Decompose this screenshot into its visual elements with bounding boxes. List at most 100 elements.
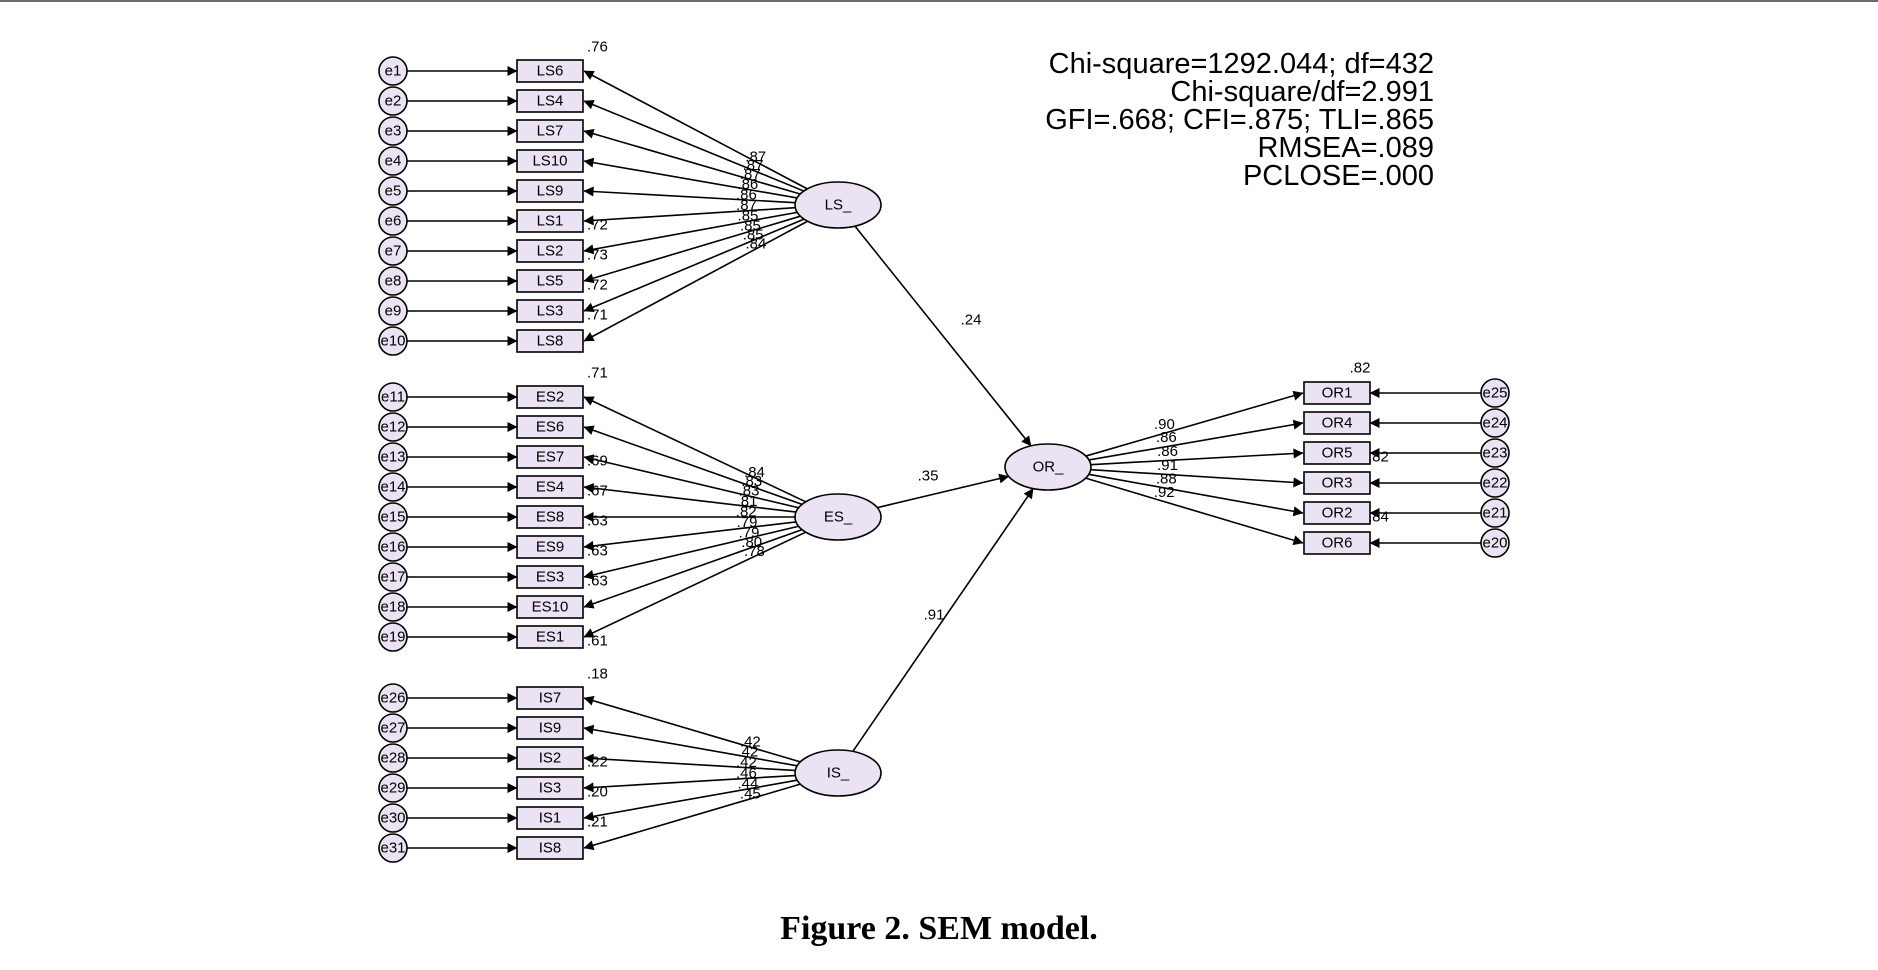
loading-arrow-ls8	[583, 220, 808, 342]
indicator-label-es1: ES1	[536, 629, 564, 646]
loading-value-ls5: .85	[740, 218, 761, 235]
loading-arrow-is9	[583, 724, 798, 767]
indicator-label-ls3: LS3	[537, 303, 564, 320]
indicator-label-es3: ES3	[536, 569, 564, 586]
indicator-label-or1: OR1	[1322, 385, 1353, 402]
loading-arrow-es7	[583, 454, 799, 509]
error-label-e31: e31	[380, 840, 405, 857]
r2-top-is: .18	[587, 666, 608, 683]
r2-value-or5: .82	[1368, 449, 1389, 466]
r2-value-es9: .63	[587, 543, 608, 560]
path-coef-is: .91	[924, 607, 945, 624]
indicator-box-es4	[516, 475, 584, 499]
loading-value-ls3: .85	[743, 227, 764, 244]
error-circle-e29	[378, 773, 408, 803]
indicator-box-es10	[516, 595, 584, 619]
loading-value-is2: .42	[736, 754, 757, 771]
error-circle-e25	[1480, 378, 1510, 408]
loading-value-ls4: .87	[743, 157, 764, 174]
loading-value-or1: .90	[1154, 416, 1175, 433]
loading-value-es4: .81	[737, 493, 758, 510]
r2-top-ls: .76	[587, 39, 608, 56]
error-label-e12: e12	[380, 419, 405, 436]
indicator-label-is7: IS7	[539, 690, 562, 707]
latent-or	[1004, 443, 1092, 491]
indicator-label-is3: IS3	[539, 780, 562, 797]
loading-arrow-ls10	[583, 157, 798, 199]
indicator-label-es2: ES2	[536, 389, 564, 406]
r2-value-es3: .63	[587, 573, 608, 590]
error-circle-e5	[378, 176, 408, 206]
loading-value-ls1: .87	[736, 197, 757, 214]
r2-value-es4: .67	[587, 483, 608, 500]
error-circle-e24	[1480, 408, 1510, 438]
indicator-label-es9: ES9	[536, 539, 564, 556]
error-label-e29: e29	[380, 780, 405, 797]
loading-value-is8: .45	[740, 785, 761, 802]
r2-value-ls3: .71	[587, 307, 608, 324]
indicator-label-is1: IS1	[539, 810, 562, 827]
error-circle-e22	[1480, 468, 1510, 498]
error-label-e21: e21	[1482, 505, 1507, 522]
indicator-box-ls10	[516, 149, 584, 173]
indicator-box-is3	[516, 776, 584, 800]
latent-is	[794, 749, 882, 797]
error-label-e4: e4	[385, 153, 402, 170]
error-label-e27: e27	[380, 720, 405, 737]
error-circle-e12	[378, 412, 408, 442]
loading-arrow-es6	[583, 425, 803, 506]
indicator-label-ls6: LS6	[537, 63, 564, 80]
error-circle-e10	[378, 326, 408, 356]
indicator-label-ls4: LS4	[537, 93, 564, 110]
error-circle-e14	[378, 472, 408, 502]
loading-arrow-or1	[1085, 390, 1304, 457]
r2-value-es7: .69	[587, 453, 608, 470]
fit-indices: Chi-square=1292.044; df=432Chi-square/df…	[1045, 48, 1434, 192]
error-label-e24: e24	[1482, 415, 1507, 432]
path-arrow-is	[852, 488, 1034, 752]
indicator-box-is8	[516, 836, 584, 860]
latent-label-is: IS_	[827, 765, 850, 782]
indicator-box-or2	[1303, 501, 1371, 525]
indicator-box-or5	[1303, 441, 1371, 465]
indicator-box-ls1	[516, 209, 584, 233]
loading-value-is3: .46	[736, 765, 757, 782]
r2-value-ls5: .72	[587, 277, 608, 294]
indicator-label-ls7: LS7	[537, 123, 564, 140]
loading-arrow-es2	[583, 396, 807, 503]
loading-arrow-is8	[583, 783, 801, 851]
loading-arrow-es10	[583, 528, 803, 609]
error-label-e26: e26	[380, 690, 405, 707]
loading-arrow-ls2	[583, 211, 798, 255]
error-label-e11: e11	[381, 389, 405, 406]
indicator-box-or1	[1303, 381, 1371, 405]
loading-arrow-ls7	[583, 128, 801, 195]
loading-value-or5: .86	[1157, 443, 1178, 460]
error-circle-e18	[378, 592, 408, 622]
indicator-label-or6: OR6	[1322, 535, 1353, 552]
error-circle-e20	[1480, 528, 1510, 558]
error-label-e16: e16	[380, 539, 405, 556]
loading-arrow-es3	[583, 525, 799, 580]
error-circle-e15	[378, 502, 408, 532]
indicator-box-is2	[516, 746, 584, 770]
fit-index-line: GFI=.668; CFI=.875; TLI=.865	[1045, 104, 1434, 136]
r2-value-es1: .61	[587, 633, 608, 650]
loading-arrow-is3	[583, 774, 796, 793]
indicator-box-is7	[516, 686, 584, 710]
loading-value-es9: .79	[737, 514, 758, 531]
error-circle-e27	[378, 713, 408, 743]
path-arrow-ls	[854, 225, 1032, 447]
loading-value-ls9: .86	[736, 186, 757, 203]
labels-layer: .87.87.87.86.86.87.72.85.73.85.72.85.71.…	[587, 39, 1389, 831]
indicator-label-or3: OR3	[1322, 475, 1353, 492]
error-label-e5: e5	[385, 183, 402, 200]
loading-arrow-ls5	[583, 215, 801, 284]
error-circle-e1	[378, 56, 408, 86]
loading-arrow-or6	[1085, 477, 1304, 546]
error-circle-e4	[378, 146, 408, 176]
indicator-label-or5: OR5	[1322, 445, 1353, 462]
indicator-label-ls2: LS2	[537, 243, 564, 260]
